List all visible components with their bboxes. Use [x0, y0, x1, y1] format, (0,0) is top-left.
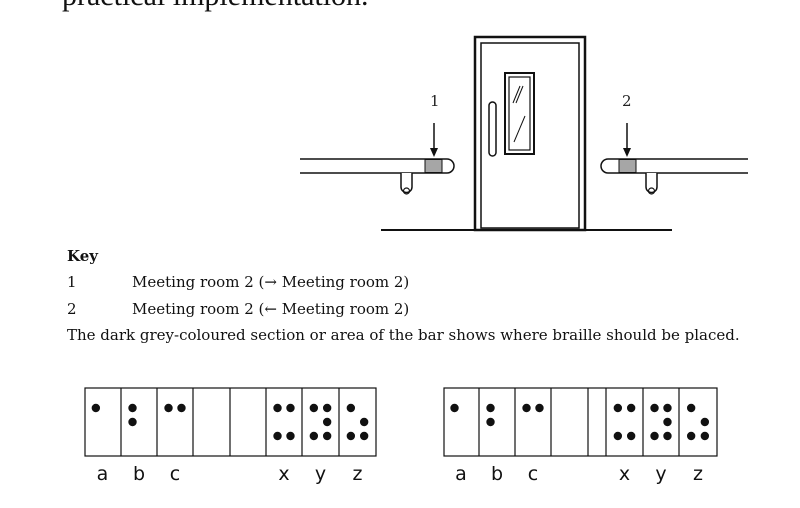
braille-dot — [522, 403, 531, 413]
braille-dot — [486, 417, 495, 427]
braille-dot — [613, 431, 623, 441]
callout-arrow-2 — [623, 123, 631, 157]
braille-dot — [273, 403, 282, 413]
braille-dot — [91, 403, 101, 413]
key-note: The dark grey-coloured section or area o… — [67, 326, 740, 344]
section-heading-fragment: practical implementation. — [62, 0, 369, 11]
key-item-text: Meeting room 2 (← Meeting room 2) — [132, 300, 410, 318]
braille-dot — [128, 403, 137, 413]
braille-dot — [322, 417, 332, 427]
braille-letter-label: c — [169, 463, 181, 485]
braille-zone-left — [424, 159, 443, 173]
braille-zone-right — [618, 159, 637, 173]
braille-dot — [450, 403, 459, 413]
braille-dot — [128, 417, 137, 427]
braille-letter-label: b — [490, 463, 504, 485]
braille-dot — [700, 417, 710, 427]
braille-letter-label: b — [132, 463, 146, 485]
braille-letter-label: c — [527, 463, 539, 485]
braille-letter-label: a — [96, 463, 109, 485]
braille-letter-label: z — [352, 463, 363, 485]
braille-dot — [177, 403, 186, 413]
braille-letter-label: z — [693, 463, 703, 485]
braille-dot — [286, 431, 295, 441]
callout-label-2: 2 — [622, 92, 632, 110]
braille-dot — [322, 431, 332, 441]
braille-letter-label: y — [655, 463, 667, 485]
braille-dot — [309, 403, 319, 413]
door-window-outer — [504, 72, 535, 155]
callout-label-1: 1 — [430, 92, 440, 110]
braille-dot — [613, 403, 623, 413]
braille-dot — [486, 403, 495, 413]
braille-letter-label: a — [455, 463, 467, 485]
braille-dot — [322, 403, 332, 413]
braille-strip-frame — [443, 387, 718, 457]
braille-dot — [346, 403, 356, 413]
braille-strip-right — [443, 387, 719, 457]
door-frame-inner — [480, 42, 580, 229]
braille-dot — [626, 431, 636, 441]
key-item-number: 2 — [67, 300, 77, 318]
key-item-text: Meeting room 2 (→ Meeting room 2) — [132, 273, 410, 291]
braille-dot — [626, 403, 636, 413]
braille-dot — [663, 403, 672, 413]
right-handrail — [600, 158, 748, 195]
braille-letter-label: y — [314, 463, 327, 485]
door-handrail-illustration — [300, 35, 748, 232]
braille-dot — [650, 431, 659, 441]
braille-strip-left — [84, 387, 378, 457]
braille-letter-label: x — [278, 463, 290, 485]
key-title: Key — [67, 247, 98, 265]
braille-dot — [535, 403, 544, 413]
braille-letter-label: x — [618, 463, 631, 485]
braille-dot — [686, 431, 696, 441]
braille-dot — [286, 403, 295, 413]
braille-dot — [359, 417, 369, 427]
key-item-number: 1 — [67, 273, 77, 291]
door-frame-outer — [473, 35, 587, 232]
braille-dot — [359, 431, 369, 441]
braille-dot — [650, 403, 659, 413]
braille-dot — [663, 417, 672, 427]
braille-dot — [686, 403, 696, 413]
left-handrail — [300, 158, 455, 195]
braille-dot — [663, 431, 672, 441]
braille-dot — [273, 431, 282, 441]
braille-dot — [346, 431, 356, 441]
callout-arrow-1 — [430, 123, 438, 157]
braille-dot — [309, 431, 319, 441]
door-handle-icon — [488, 101, 497, 157]
braille-dot — [164, 403, 173, 413]
door-window-inner — [508, 76, 531, 151]
braille-dot — [700, 431, 710, 441]
